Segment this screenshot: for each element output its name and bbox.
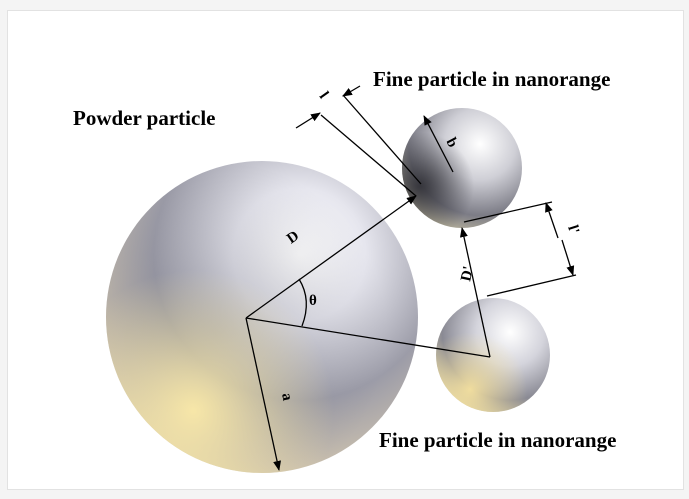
radius-b-line [423,115,454,173]
l-arrow-1 [295,112,321,129]
fine-particle-top-sphere [402,108,522,228]
l-prime-arrow-2 [561,239,575,276]
distance-D-line [245,195,417,319]
radius-a-line [245,317,281,471]
powder-particle-sphere [106,161,418,473]
a-symbol: a [278,392,295,403]
l-prime-extension-1 [463,201,553,223]
fine-particle-top-label: Fine particle in nanorange [373,67,610,91]
fine-particle-bottom-label: Fine particle in nanorange [379,428,616,452]
theta-arc [298,278,307,327]
l-prime-arrow-1 [545,202,559,239]
l-prime-extension-2 [486,274,577,297]
geometry-lines [245,85,577,471]
l-extension-1 [320,114,417,197]
D-prime-symbol: D' [458,265,477,283]
theta-symbol: θ [309,293,317,309]
l-arrow-2 [342,85,361,97]
fine-particle-bottom-sphere [436,298,550,412]
powder-particle-label: Powder particle [73,106,216,130]
distance-D-prime-line [460,227,491,358]
center-to-bottom-line [245,317,491,358]
l-prime-symbol: l' [564,223,582,236]
l-extension-2 [342,94,422,185]
l-symbol: l [316,89,331,102]
